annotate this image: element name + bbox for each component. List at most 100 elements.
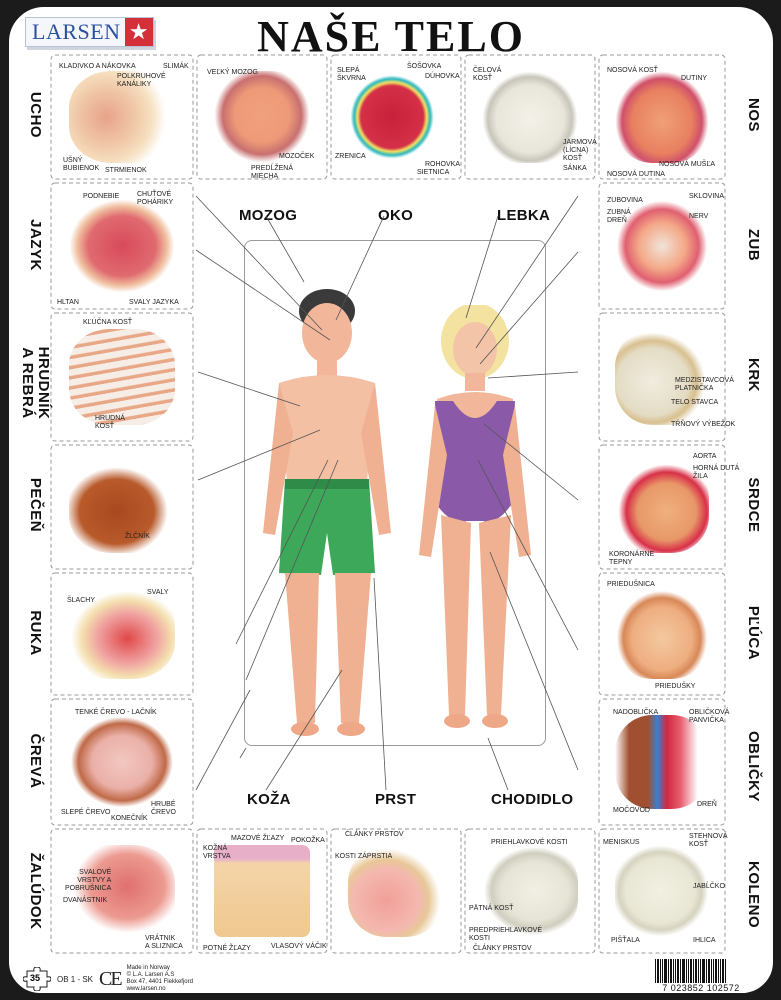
label: NADOBLIČKA bbox=[613, 709, 659, 716]
card-nos[interactable]: NOSOVÁ KOSŤ DUTINY NOSOVÁ MUŠĽA NOSOVÁ D… bbox=[597, 53, 727, 181]
label: SVALOVÉ VRSTVY A POBRUŠNICA bbox=[65, 869, 112, 892]
label: TENKÉ ČREVO - LAČNÍK bbox=[75, 709, 157, 716]
girl-figure bbox=[419, 305, 531, 728]
label: ČELOVÁ KOSŤ bbox=[473, 67, 502, 82]
label: VLASOVÝ VÁČIK bbox=[271, 943, 327, 950]
label: JABĹČKO bbox=[693, 883, 725, 890]
puzzle-board: LARSEN ★ NAŠE TELO KLADIVKO A NÁKOVKA PO… bbox=[6, 4, 776, 996]
label: VEĽKÝ MOZOG bbox=[207, 69, 258, 76]
card-oblicky[interactable]: NADOBLIČKA OBLIČKOVÁ PANVIČKA MOČOVOD DR… bbox=[597, 697, 730, 827]
label: STRMIENOK bbox=[105, 167, 147, 174]
label: ČLÁNKY PRSTOV bbox=[473, 945, 532, 952]
side-label-pecen: PEČEŇ bbox=[27, 477, 44, 533]
label: SÁNKA bbox=[563, 165, 587, 172]
card-chodidlo[interactable]: PRIEHLAVKOVÉ KOSTI PÄTNÁ KOSŤ PREDPRIEHL… bbox=[463, 827, 597, 955]
label: ZUBNÁ DREŇ bbox=[607, 209, 631, 224]
label: VRÁTNIK A SLIZNICA bbox=[145, 935, 183, 950]
card-koleno[interactable]: MENISKUS STEHNOVÁ KOSŤ JABĹČKO PIŠŤALA I… bbox=[597, 827, 728, 955]
card-ruka[interactable]: ŠLACHY SVALY bbox=[49, 571, 195, 697]
card-koza[interactable]: KOŽNÁ VRSTVA MAZOVÉ ŽĽAZY POKOŽKA POTNÉ … bbox=[195, 827, 329, 955]
label: DVANÁSTNIK bbox=[63, 897, 108, 904]
label: ŠLACHY bbox=[67, 597, 96, 604]
card-zaludok[interactable]: SVALOVÉ VRSTVY A POBRUŠNICA DVANÁSTNIK V… bbox=[49, 827, 195, 955]
card-oko[interactable]: SLEPÁ ŠKVRNA ŠOŠOVKA DÚHOVKA ZRENICA ROH… bbox=[329, 53, 463, 181]
label: POKOŽKA bbox=[291, 837, 325, 844]
label: IHLICA bbox=[693, 937, 716, 944]
label: PODNEBIE bbox=[83, 193, 120, 200]
label: PIŠŤALA bbox=[611, 937, 640, 944]
label: PREDĹŽENÁ MIECHA bbox=[251, 165, 294, 180]
card-krk[interactable]: MEDZISTAVCOVÁ PLATNIČKA TELO STAVCA TŔŇO… bbox=[597, 311, 735, 443]
label: STEHNOVÁ KOSŤ bbox=[689, 833, 728, 848]
label: SLEPÉ ČREVO bbox=[61, 809, 111, 816]
label: MOZOČEK bbox=[279, 153, 315, 160]
card-mozog[interactable]: VEĽKÝ MOZOG MOZOČEK PREDĹŽENÁ MIECHA bbox=[195, 53, 329, 181]
label: TELO STAVCA bbox=[671, 399, 719, 406]
label: SVALY bbox=[147, 589, 169, 596]
side-label-hrudnik: HRUDNÍK A REBRÁ bbox=[19, 346, 52, 420]
label: PRIEDUŠNICA bbox=[607, 581, 655, 588]
label: SLEPÁ ŠKVRNA bbox=[337, 67, 366, 82]
label: ČLÁNKY PRSTOV bbox=[345, 831, 404, 838]
label: AORTA bbox=[693, 453, 717, 460]
side-label-nos: NOS bbox=[745, 97, 762, 132]
word-koza: KOŽA bbox=[247, 791, 291, 808]
label: SLIMÁK bbox=[163, 63, 189, 70]
card-creva[interactable]: TENKÉ ČREVO - LAČNÍK SLEPÉ ČREVO KONEČNÍ… bbox=[49, 697, 195, 827]
label: TŔŇOVÝ VÝBEŽOK bbox=[671, 421, 736, 428]
card-hrudnik[interactable]: KĽÚČNA KOSŤ HRUDNÁ KOSŤ bbox=[49, 311, 195, 443]
label: HRUBÉ ČREVO bbox=[151, 801, 176, 816]
larsen-logo: LARSEN ★ bbox=[25, 17, 154, 47]
boy-figure bbox=[263, 289, 391, 736]
label: KONEČNÍK bbox=[111, 815, 148, 822]
page-title: NAŠE TELO bbox=[257, 12, 525, 61]
label: PRIEDUŠKY bbox=[655, 683, 696, 690]
label: JARMOVÁ (LÍCNA) KOSŤ bbox=[563, 139, 597, 162]
label: PREDPRIEHLAVKOVÉ KOSTI bbox=[469, 927, 543, 942]
card-pluca[interactable]: PRIEDUŠNICA PRIEDUŠKY bbox=[597, 571, 727, 697]
side-label-srdce: SRDCE bbox=[745, 477, 762, 533]
card-jazyk[interactable]: PODNEBIE CHUŤOVÉ POHÁRIKY HLTAN SVALY JA… bbox=[49, 181, 195, 311]
label: MOČOVOD bbox=[613, 807, 650, 814]
star-icon: ★ bbox=[124, 18, 153, 46]
label: CHUŤOVÉ POHÁRIKY bbox=[137, 191, 174, 206]
label: KORONÁRNE TEPNY bbox=[609, 551, 655, 566]
label: ROHOVKA bbox=[425, 161, 461, 168]
label: UŠNÝ BUBIENOK bbox=[63, 157, 100, 172]
side-label-creva: ČREVÁ bbox=[27, 733, 44, 789]
footer: 35 OB 1 - SK CE Made in Norway © L.A. La… bbox=[22, 962, 193, 993]
label: NOSOVÁ KOSŤ bbox=[607, 67, 658, 74]
card-prst[interactable]: ČLÁNKY PRSTOV KOSTI ZÁPRSTIA bbox=[329, 827, 463, 955]
card-lebka[interactable]: ČELOVÁ KOSŤ JARMOVÁ (LÍCNA) KOSŤ SÁNKA bbox=[463, 53, 597, 181]
card-ucho[interactable]: KLADIVKO A NÁKOVKA POLKRUHOVÉ KANÁLIKY S… bbox=[49, 53, 195, 181]
side-label-ruka: RUKA bbox=[27, 610, 44, 656]
label: POLKRUHOVÉ KANÁLIKY bbox=[117, 73, 166, 88]
label: NOSOVÁ MUŠĽA bbox=[659, 161, 716, 168]
side-label-ucho: UCHO bbox=[27, 91, 44, 139]
side-label-krk: KRK bbox=[745, 358, 762, 392]
label: ŽLČNÍK bbox=[125, 533, 150, 540]
product-code: OB 1 - SK bbox=[57, 974, 94, 984]
ce-mark: CE bbox=[99, 967, 123, 990]
barcode-number: 7 023852 102572 bbox=[662, 983, 740, 993]
label: ŠOŠOVKA bbox=[407, 63, 442, 70]
word-lebka: LEBKA bbox=[497, 207, 551, 224]
barcode: 7 023852 102572 bbox=[653, 959, 749, 993]
label: NOSOVÁ DUTINA bbox=[607, 171, 665, 178]
label: KĽÚČNA KOSŤ bbox=[83, 319, 133, 326]
word-oko: OKO bbox=[378, 207, 414, 224]
word-prst: PRST bbox=[375, 791, 417, 808]
card-zub[interactable]: ZUBOVINA SKLOVINA ZUBNÁ DREŇ NERV bbox=[597, 181, 727, 311]
card-pecen[interactable]: ŽLČNÍK bbox=[49, 443, 195, 571]
center-figures-area: MOZOG OKO LEBKA KOŽA PRST CHODIDLO bbox=[195, 187, 595, 827]
card-srdce[interactable]: AORTA HORNÁ DUTÁ ŽILA KORONÁRNE TEPNY bbox=[597, 443, 739, 571]
label: PRIEHLAVKOVÉ KOSTI bbox=[491, 839, 568, 846]
label: MEDZISTAVCOVÁ PLATNIČKA bbox=[675, 377, 734, 392]
label: OBLIČKOVÁ PANVIČKA bbox=[689, 709, 730, 724]
piece-count: 35 bbox=[30, 973, 41, 983]
label: PÄTNÁ KOSŤ bbox=[469, 905, 514, 912]
side-label-jazyk: JAZYK bbox=[27, 219, 44, 271]
manufacturer-info: Made in Norway © L.A. Larsen A.S Box 47,… bbox=[126, 965, 193, 992]
label: KLADIVKO A NÁKOVKA bbox=[59, 63, 136, 70]
puzzle-piece-icon: 35 bbox=[22, 966, 52, 992]
